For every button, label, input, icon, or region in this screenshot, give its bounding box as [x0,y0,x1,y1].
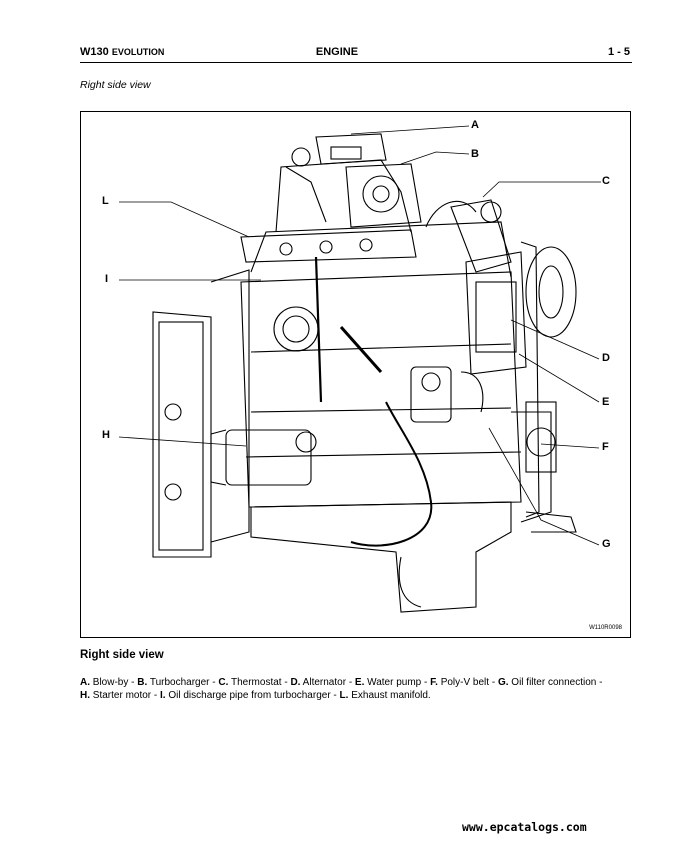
header-model: W130 EVOLUTION [80,46,164,58]
callout-b: B [471,148,479,160]
legend-key-l: L. [339,690,349,701]
header-page-number: 1 - 5 [607,46,630,58]
legend-text-g: Oil filter connection - [508,677,603,688]
legend-key-d: D. [290,677,301,688]
legend-text-e: Water pump - [364,677,431,688]
legend-text-i: Oil discharge pipe from turbocharger - [165,690,340,701]
callout-f: F [602,441,609,453]
callout-g: G [602,538,611,550]
legend-text-b: Turbocharger - [147,677,219,688]
legend-key-f: F. [430,677,438,688]
callout-e: E [602,396,610,408]
header-section-title: ENGINE [315,46,359,58]
header-model-number: W130 [80,46,109,58]
callout-l: L [102,195,109,207]
callout-d: D [602,352,610,364]
legend-text-l: Exhaust manifold. [348,690,431,701]
header-model-suffix: EVOLUTION [111,47,165,57]
legend-key-c: C. [218,677,229,688]
footer-website-link[interactable]: www.epcatalogs.com [462,820,587,834]
caption-title: Right side view [80,649,164,661]
header-rule [80,62,632,63]
caption-legend: A. Blow-by - B. Turbocharger - C. Thermo… [80,676,640,702]
callout-c: C [602,175,610,187]
engine-figure: A B C D E F G H I L W110R0098 [80,111,631,638]
page-subtitle: Right side view [80,79,151,91]
legend-text-a: Blow-by - [90,677,138,688]
legend-text-h: Starter motor - [90,690,161,701]
legend-text-c: Thermostat - [228,677,291,688]
callout-i: I [105,273,109,285]
legend-key-e: E. [354,677,365,688]
figure-reference-code: W110R0098 [589,625,622,631]
legend-key-g: G. [497,677,509,688]
engine-drawing [118,125,601,613]
legend-key-i: I. [160,690,166,701]
legend-key-a: A. [80,677,90,688]
legend-key-b: B. [137,677,148,688]
callout-h: H [102,429,110,441]
legend-text-f: Poly-V belt - [437,677,498,688]
callout-a: A [471,119,479,131]
legend-key-h: H. [80,690,90,701]
legend-text-d: Alternator - [300,677,355,688]
